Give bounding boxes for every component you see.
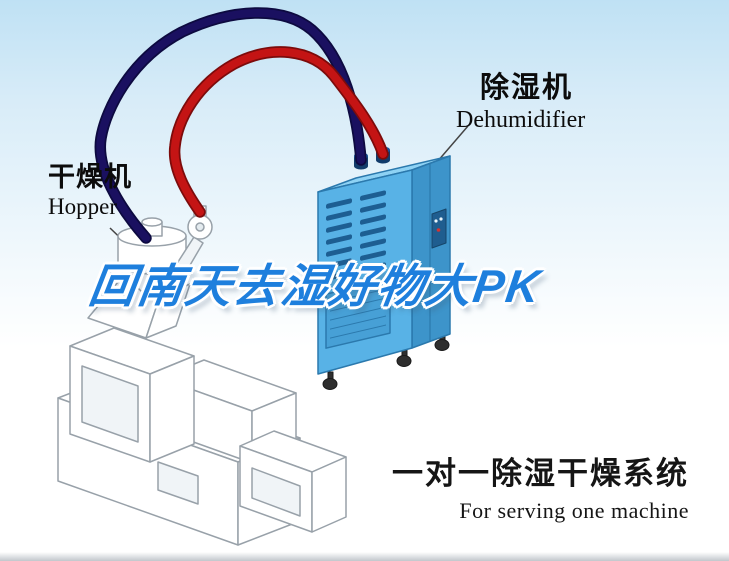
extruder-base-panel <box>157 461 199 505</box>
dehumidifier-vents <box>325 190 391 349</box>
caption-en: For serving one machine <box>459 498 689 523</box>
bottom-edge-shadow <box>0 552 729 561</box>
hopper-chute-side <box>145 283 191 339</box>
extruder-feed-side <box>149 355 195 463</box>
dehumidifier-leader-line <box>436 125 469 163</box>
dehumidifier-label: 除湿机 Dehumidifier <box>456 72 585 134</box>
hopper-label: 干燥机 Hopper <box>48 162 132 220</box>
extruder-end-panel <box>251 467 301 517</box>
dehumidifier-label-zh: 除湿机 <box>480 72 574 104</box>
dehumidifier-wheels <box>322 333 450 390</box>
navy-pipe <box>94 7 367 244</box>
red-pipe <box>168 46 389 218</box>
extruder-end-side <box>311 456 347 533</box>
blower-duct <box>175 236 204 273</box>
caption: 一对一除湿干燥系统 For serving one machine <box>392 448 689 524</box>
extruder-feed-panel <box>81 365 139 443</box>
panel-button <box>439 217 443 221</box>
hopper-cap-top <box>141 217 163 227</box>
dehumidifier-label-en: Dehumidifier <box>456 107 586 134</box>
blower-hub <box>195 222 205 232</box>
watermark-text: 回南天去湿好物大PK <box>85 260 546 312</box>
panel-button <box>434 219 438 223</box>
hopper-label-en: Hopper <box>48 194 117 220</box>
extruder-illustration <box>57 281 347 546</box>
panel-indicator <box>436 228 441 232</box>
hopper-label-zh: 干燥机 <box>48 162 132 192</box>
caption-zh: 一对一除湿干燥系统 <box>392 456 689 491</box>
